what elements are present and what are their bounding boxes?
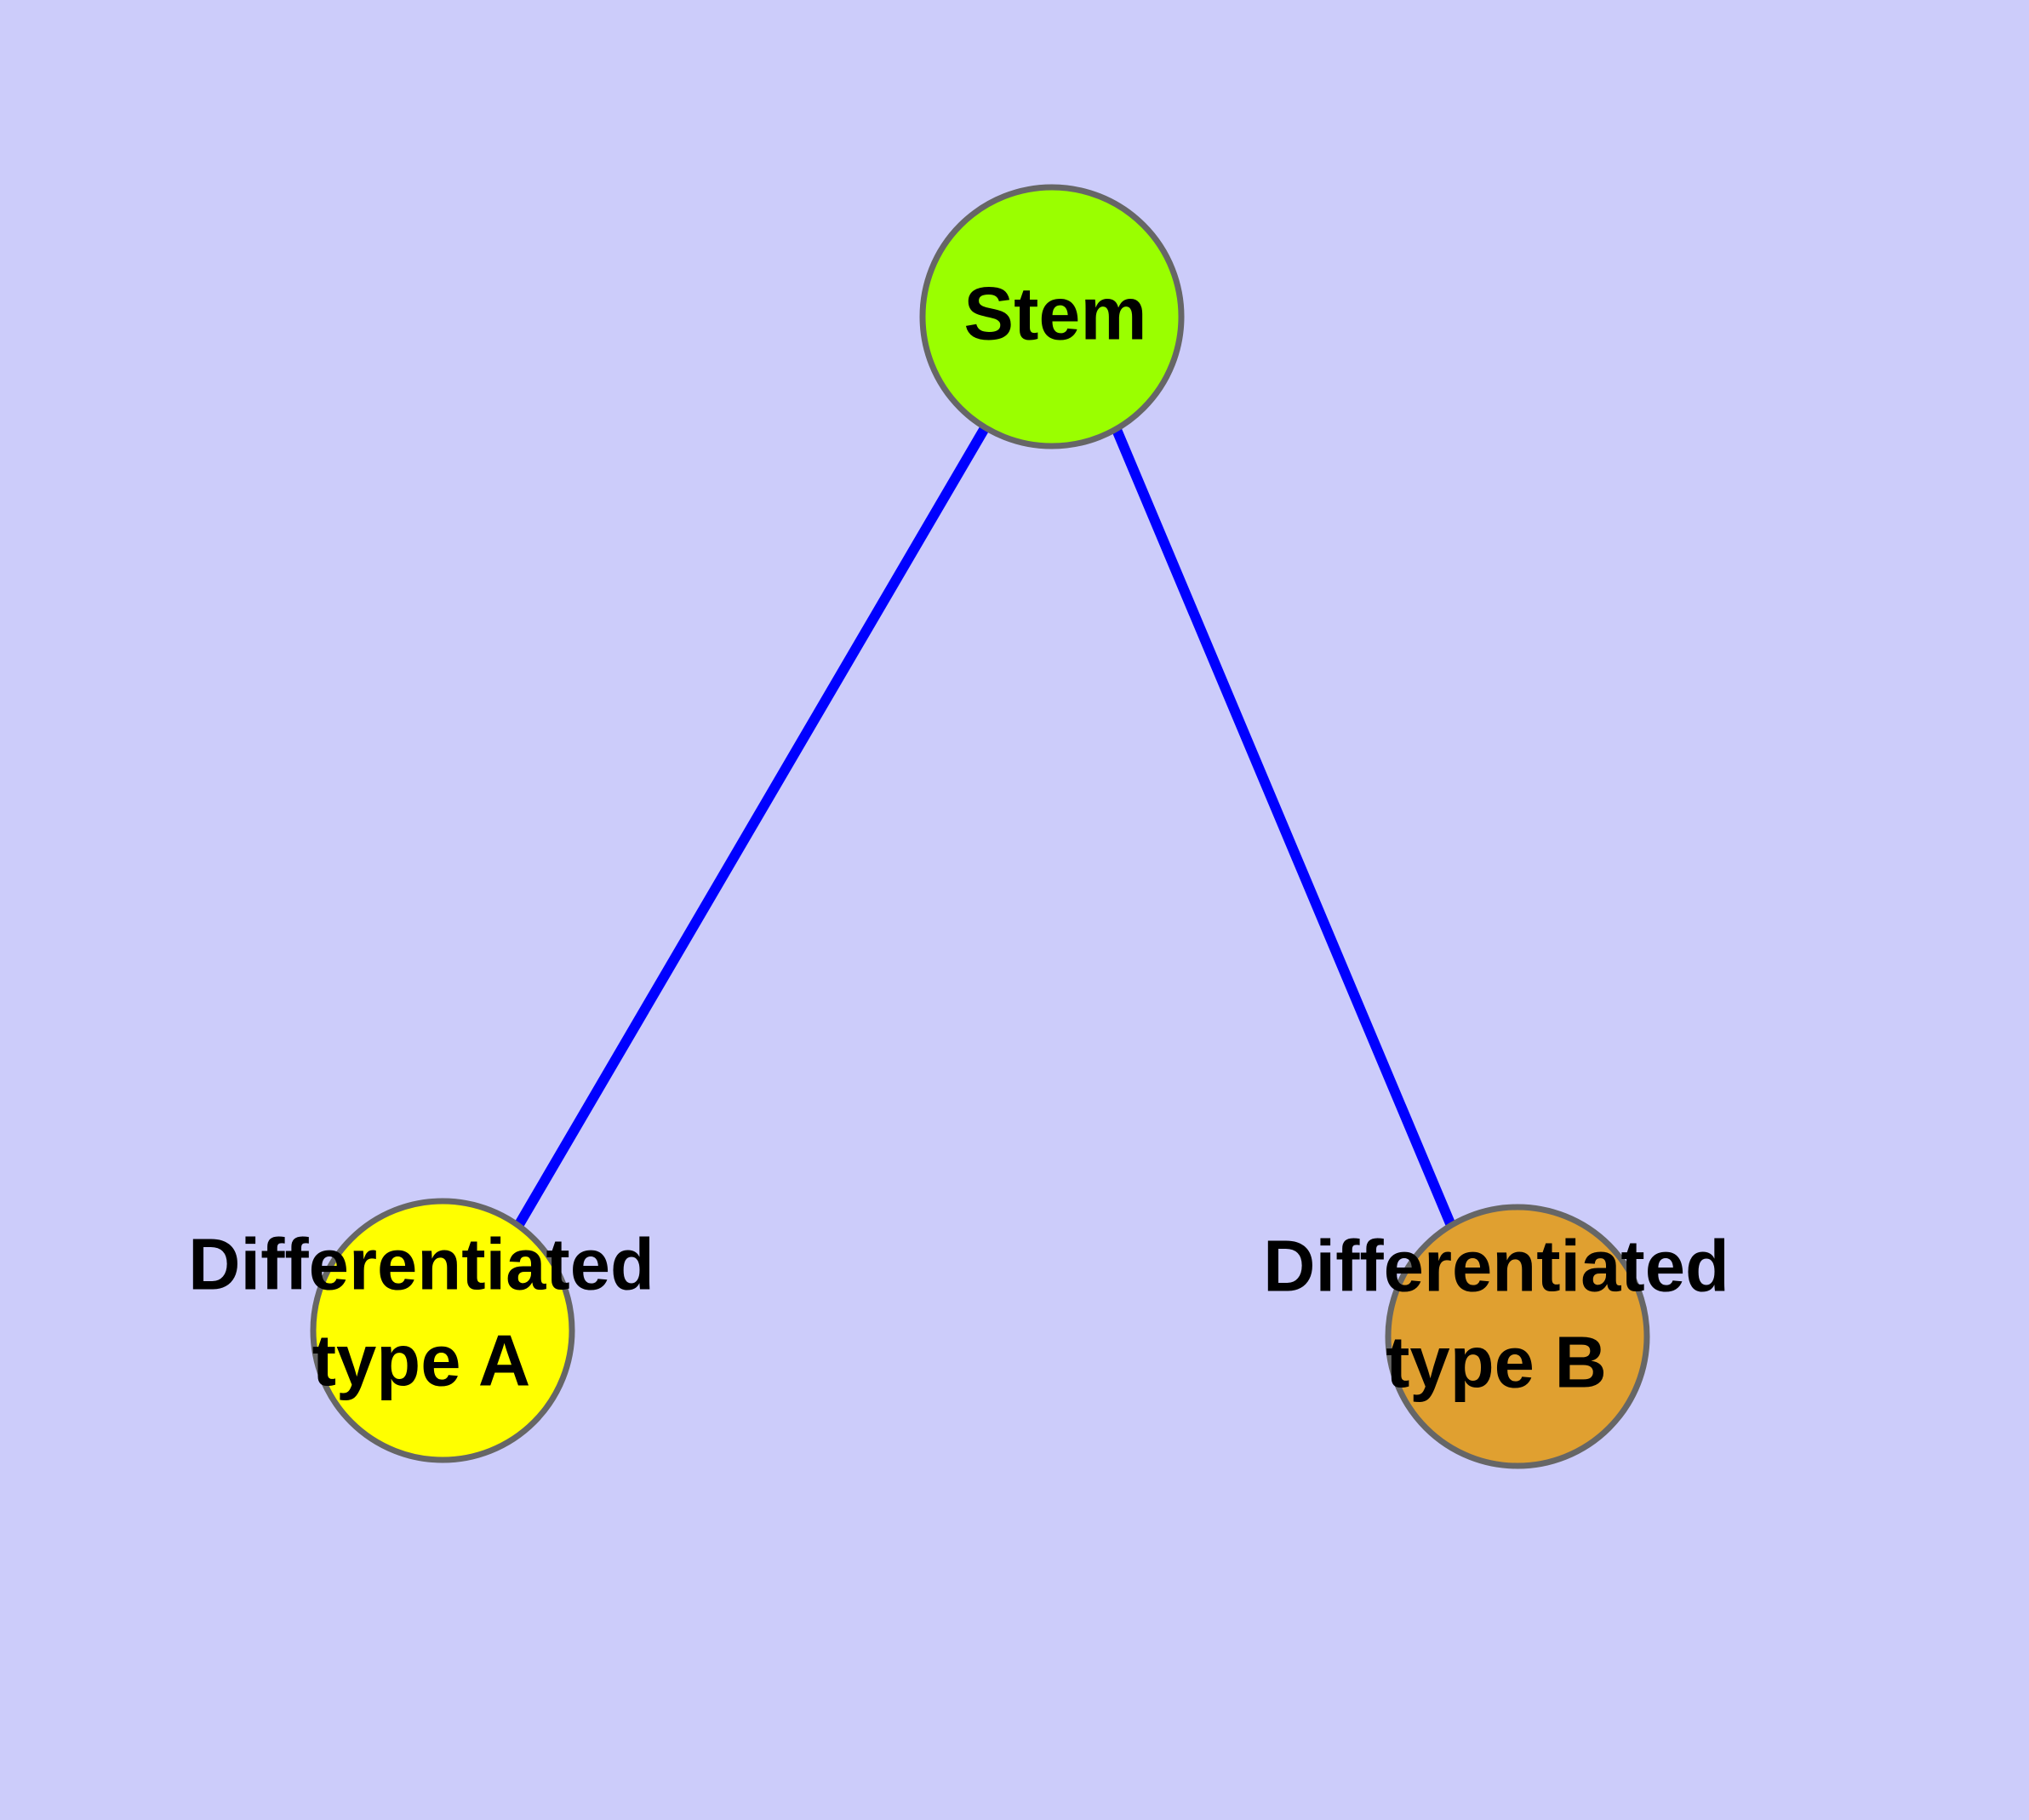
node-stem[interactable] [919, 184, 1185, 449]
edge-layer [513, 423, 1457, 1230]
node-differentiated-type-a[interactable] [310, 1198, 575, 1463]
node-differentiated-type-a-label-line2: type A [312, 1320, 531, 1401]
edge-stem-to-differentiated-type-a[interactable] [513, 425, 990, 1229]
node-layer [310, 184, 1650, 1469]
node-differentiated-type-b[interactable] [1385, 1204, 1650, 1469]
node-differentiated-type-b-circle[interactable] [1385, 1204, 1650, 1469]
node-differentiated-type-a-label-line1: Differentiated [188, 1224, 654, 1305]
node-stem-circle[interactable] [919, 184, 1185, 449]
label-layer: Stem Differentiated type A Differentiate… [188, 271, 1729, 1403]
node-differentiated-type-b-label-line2: type B [1386, 1322, 1607, 1403]
node-stem-label: Stem [963, 271, 1146, 355]
edge-stem-to-differentiated-type-b[interactable] [1110, 423, 1457, 1230]
node-differentiated-type-b-label-line1: Differentiated [1263, 1226, 1729, 1307]
node-differentiated-type-a-circle[interactable] [310, 1198, 575, 1463]
